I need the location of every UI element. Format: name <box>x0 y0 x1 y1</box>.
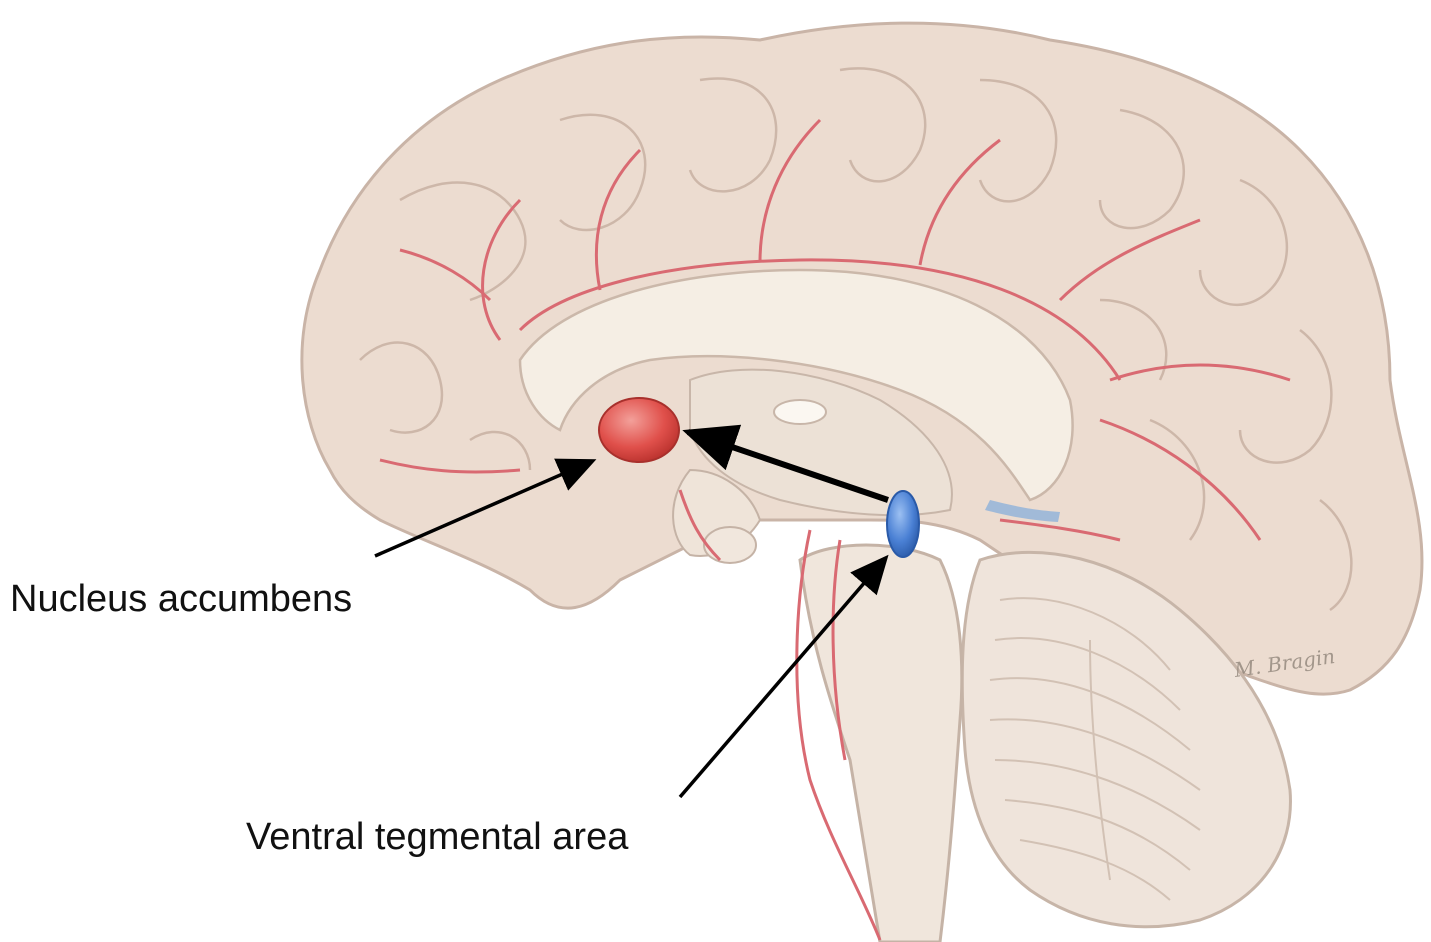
pituitary <box>704 527 756 563</box>
ventral-tegmental-area-marker <box>887 491 919 557</box>
ventral-tegmental-area-label: Ventral tegmental area <box>246 818 628 856</box>
nucleus-accumbens-label: Nucleus accumbens <box>10 580 352 618</box>
nucleus-accumbens-marker <box>599 398 679 462</box>
brainstem <box>800 545 962 942</box>
interthalamic-adhesion <box>774 400 826 424</box>
